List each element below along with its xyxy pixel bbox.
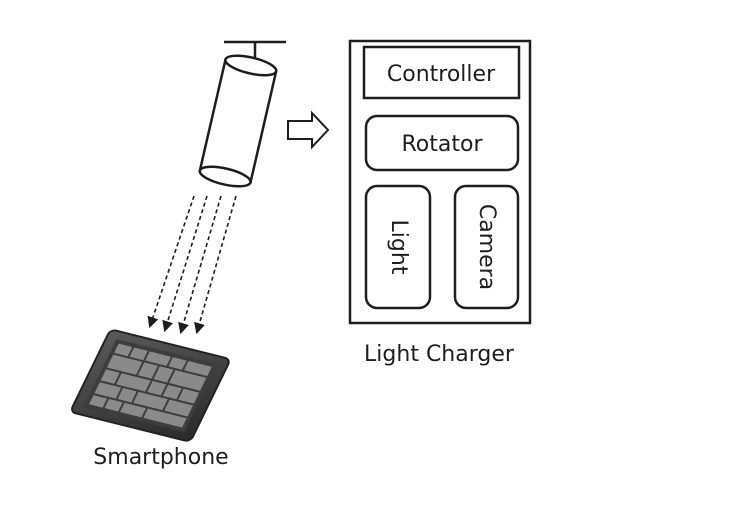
camera-box (453, 184, 520, 310)
light-charger-block: Controller Rotator Light Camera (348, 39, 532, 325)
rotator-label: Rotator (402, 132, 484, 157)
light-fixture (198, 40, 286, 188)
smartphone-illustration (71, 329, 230, 442)
light-charger-caption: Light Charger (364, 342, 515, 367)
hollow-arrow (287, 110, 330, 150)
light-beam (178, 195, 222, 335)
smartphone-caption: Smartphone (93, 445, 228, 470)
light-label: Light (386, 220, 411, 275)
screen-tiles (89, 343, 212, 428)
lamp-cylinder (198, 54, 278, 188)
light-beam (194, 195, 237, 335)
light-box (364, 184, 432, 310)
light-beam (147, 195, 195, 329)
light-beams (147, 195, 237, 335)
light-beam (162, 195, 208, 333)
controller-box (362, 45, 521, 100)
rotator-box (364, 114, 520, 172)
controller-label: Controller (387, 62, 496, 87)
camera-label: Camera (474, 204, 499, 290)
